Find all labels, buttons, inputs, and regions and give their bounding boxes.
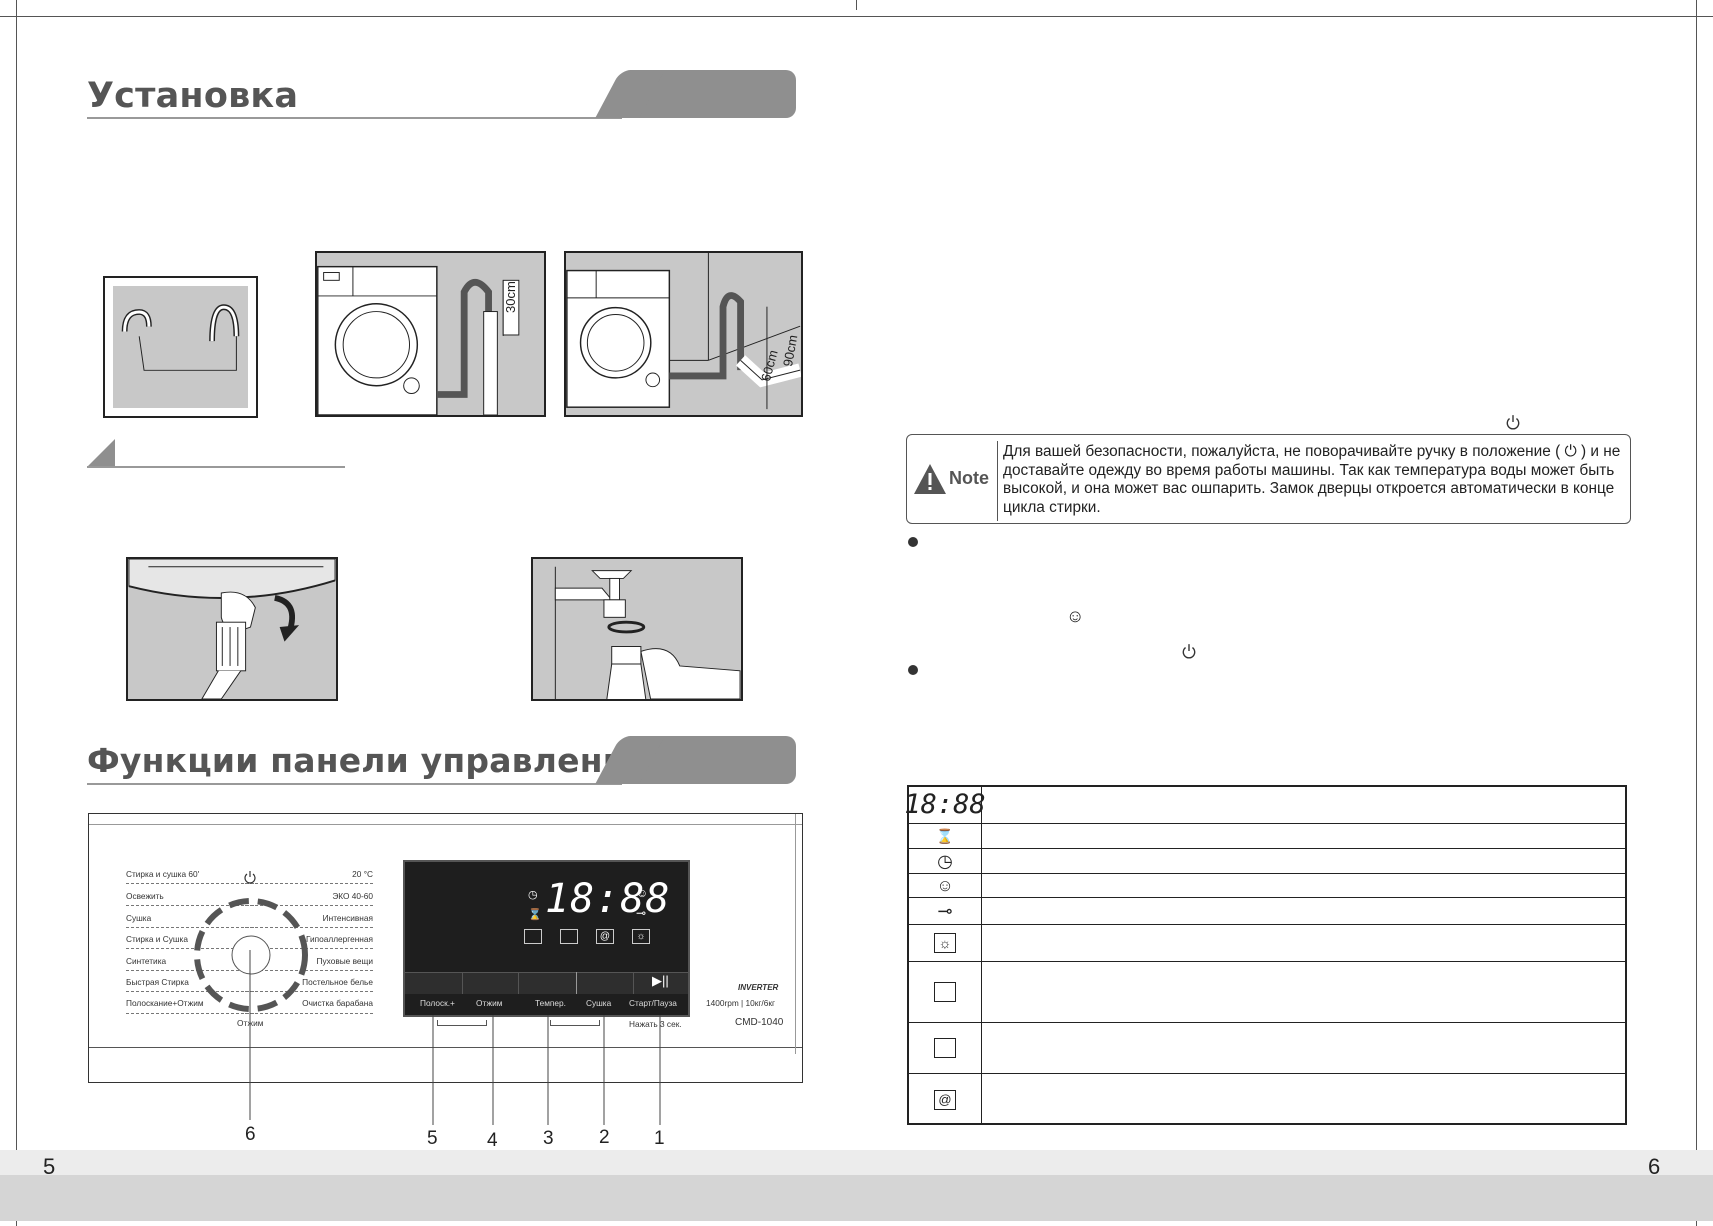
- program-right-3: Гипоаллергенная: [305, 934, 373, 944]
- figure-tap-connection: [531, 557, 743, 701]
- page-number-right: 6: [1648, 1154, 1661, 1179]
- button-start-pause[interactable]: Старт/Пауза: [629, 998, 677, 1008]
- section-title-installation: Установка: [87, 76, 299, 116]
- button-spin[interactable]: Отжим: [476, 998, 503, 1008]
- spec-label: 1400rpm | 10кг/6кг: [706, 998, 775, 1008]
- note-label: Note: [949, 468, 989, 488]
- button-rinse[interactable]: Полоск.+: [420, 998, 455, 1008]
- icon-row-wash: [909, 1022, 1625, 1073]
- program-right-4: Пуховые вещи: [316, 956, 373, 966]
- warning-icon: [914, 464, 946, 494]
- page-number-left: 5: [43, 1154, 56, 1179]
- subsection-marker: [87, 439, 345, 468]
- figure-hose-60-90cm: 60cm 90cm: [564, 251, 803, 417]
- program-dial[interactable]: [191, 895, 311, 1015]
- crop-line-top: [0, 16, 1713, 17]
- footer-band: [0, 1175, 1713, 1221]
- bullet-2: [908, 665, 918, 675]
- display-hourglass-icon: ⌛: [528, 909, 542, 921]
- callout-lines: [249, 950, 661, 1125]
- callout-3: 3: [543, 1128, 554, 1149]
- display-wash-icon: [560, 929, 578, 944]
- icon-row-dry: ☼: [909, 924, 1625, 961]
- icon-row-clock: ◷: [909, 848, 1625, 873]
- program-left-3: Стирка и Сушка: [126, 934, 188, 944]
- callout-6: 6: [245, 1124, 256, 1145]
- callout-5: 5: [427, 1128, 438, 1149]
- program-right-0: 20 °C: [352, 869, 373, 879]
- program-left-1: Освежить: [126, 891, 164, 901]
- program-left-6: Полоскание+Отжим: [126, 998, 204, 1008]
- figure-inlet-connection: [126, 557, 338, 701]
- section-tab: [630, 70, 796, 118]
- callout-1: 1: [654, 1128, 665, 1149]
- brand-label: INVERTER: [738, 983, 779, 992]
- display-panel: ▶||: [403, 860, 690, 1017]
- program-right-6: Очистка барабана: [302, 998, 373, 1008]
- section2-tab: [630, 736, 796, 784]
- program-left-4: Синтетика: [126, 956, 167, 966]
- icon-row-prewash: [909, 961, 1625, 1022]
- icon-row-spin: @: [909, 1073, 1625, 1125]
- button-temperature[interactable]: Темпер.: [535, 998, 566, 1008]
- callout-4: 4: [487, 1130, 498, 1151]
- power-icon: [244, 871, 256, 884]
- display-prewash-icon: [524, 929, 542, 944]
- bullet-1: [908, 537, 918, 547]
- section-title-control-panel: Функции панели управления: [87, 741, 648, 780]
- icon-row-childlock: ☺: [909, 873, 1625, 897]
- icon-row-door-lock: ⊸: [909, 897, 1625, 924]
- program-right-5: Постельное белье: [302, 977, 373, 987]
- crop-line-right: [1696, 0, 1697, 1226]
- crop-mark-center-top: [856, 0, 857, 10]
- safety-note: Note Для вашей безопасности, пожалуйста,…: [906, 434, 1631, 524]
- hold-hint: Нажать 3 сек.: [629, 1019, 682, 1029]
- hourglass-icon: ⌛: [936, 827, 954, 844]
- play-pause-icon: ▶||: [652, 973, 669, 988]
- display-icon-table: 18:88 ⌛ ◷ ☺ ⊸ ☼ @: [904, 785, 1627, 1125]
- child-lock-face-icon: ☺: [1066, 606, 1085, 626]
- crop-line-left: [16, 0, 17, 1226]
- display-lock-icon: ⊸: [636, 906, 647, 920]
- button-dry[interactable]: Сушка: [586, 998, 612, 1008]
- door-lock-key-icon: ⊸: [937, 900, 953, 921]
- section2-underline: [87, 783, 622, 785]
- power-icon-standalone: [1506, 415, 1520, 430]
- program-left-0: Стирка и сушка 60': [126, 869, 200, 879]
- model-label: CMD-1040: [735, 1017, 784, 1028]
- program-left-5: Быстрая Стирка: [126, 977, 189, 987]
- display-clock-icon: ◷: [528, 889, 538, 901]
- icon-row-hourglass: ⌛: [909, 823, 1625, 848]
- label-30cm: 30cm: [503, 281, 518, 313]
- display-dry-icon: ☼: [632, 929, 650, 944]
- child-lock-icon: ☺: [936, 875, 954, 895]
- figure-hose-30cm: 30cm: [315, 251, 546, 417]
- program-right-2: Интенсивная: [322, 913, 373, 923]
- callout-2: 2: [599, 1127, 610, 1148]
- power-icon-inline: [1182, 644, 1196, 659]
- icon-row-display: 18:88: [904, 786, 1625, 823]
- note-text: Для вашей безопасности, пожалуйста, не п…: [1003, 443, 1621, 516]
- program-left-2: Сушка: [126, 913, 152, 923]
- footer-band-light: [0, 1150, 1713, 1175]
- display-spin-icon: @: [596, 929, 614, 944]
- section-underline: [87, 117, 622, 119]
- prewash-tub-icon: [934, 982, 956, 1002]
- clock-icon: ◷: [937, 850, 953, 871]
- main-wash-tub-icon: [934, 1038, 956, 1058]
- display-childlock-icon: ☺: [636, 886, 649, 900]
- program-right-1: ЭКО 40-60: [332, 891, 373, 901]
- figure-hose-hooks: [103, 276, 258, 418]
- dry-sun-icon: ☼: [934, 933, 956, 953]
- digital-display-icon: 18:88: [904, 789, 986, 820]
- display-digits: 18:88: [545, 876, 671, 922]
- spin-icon: @: [934, 1089, 956, 1110]
